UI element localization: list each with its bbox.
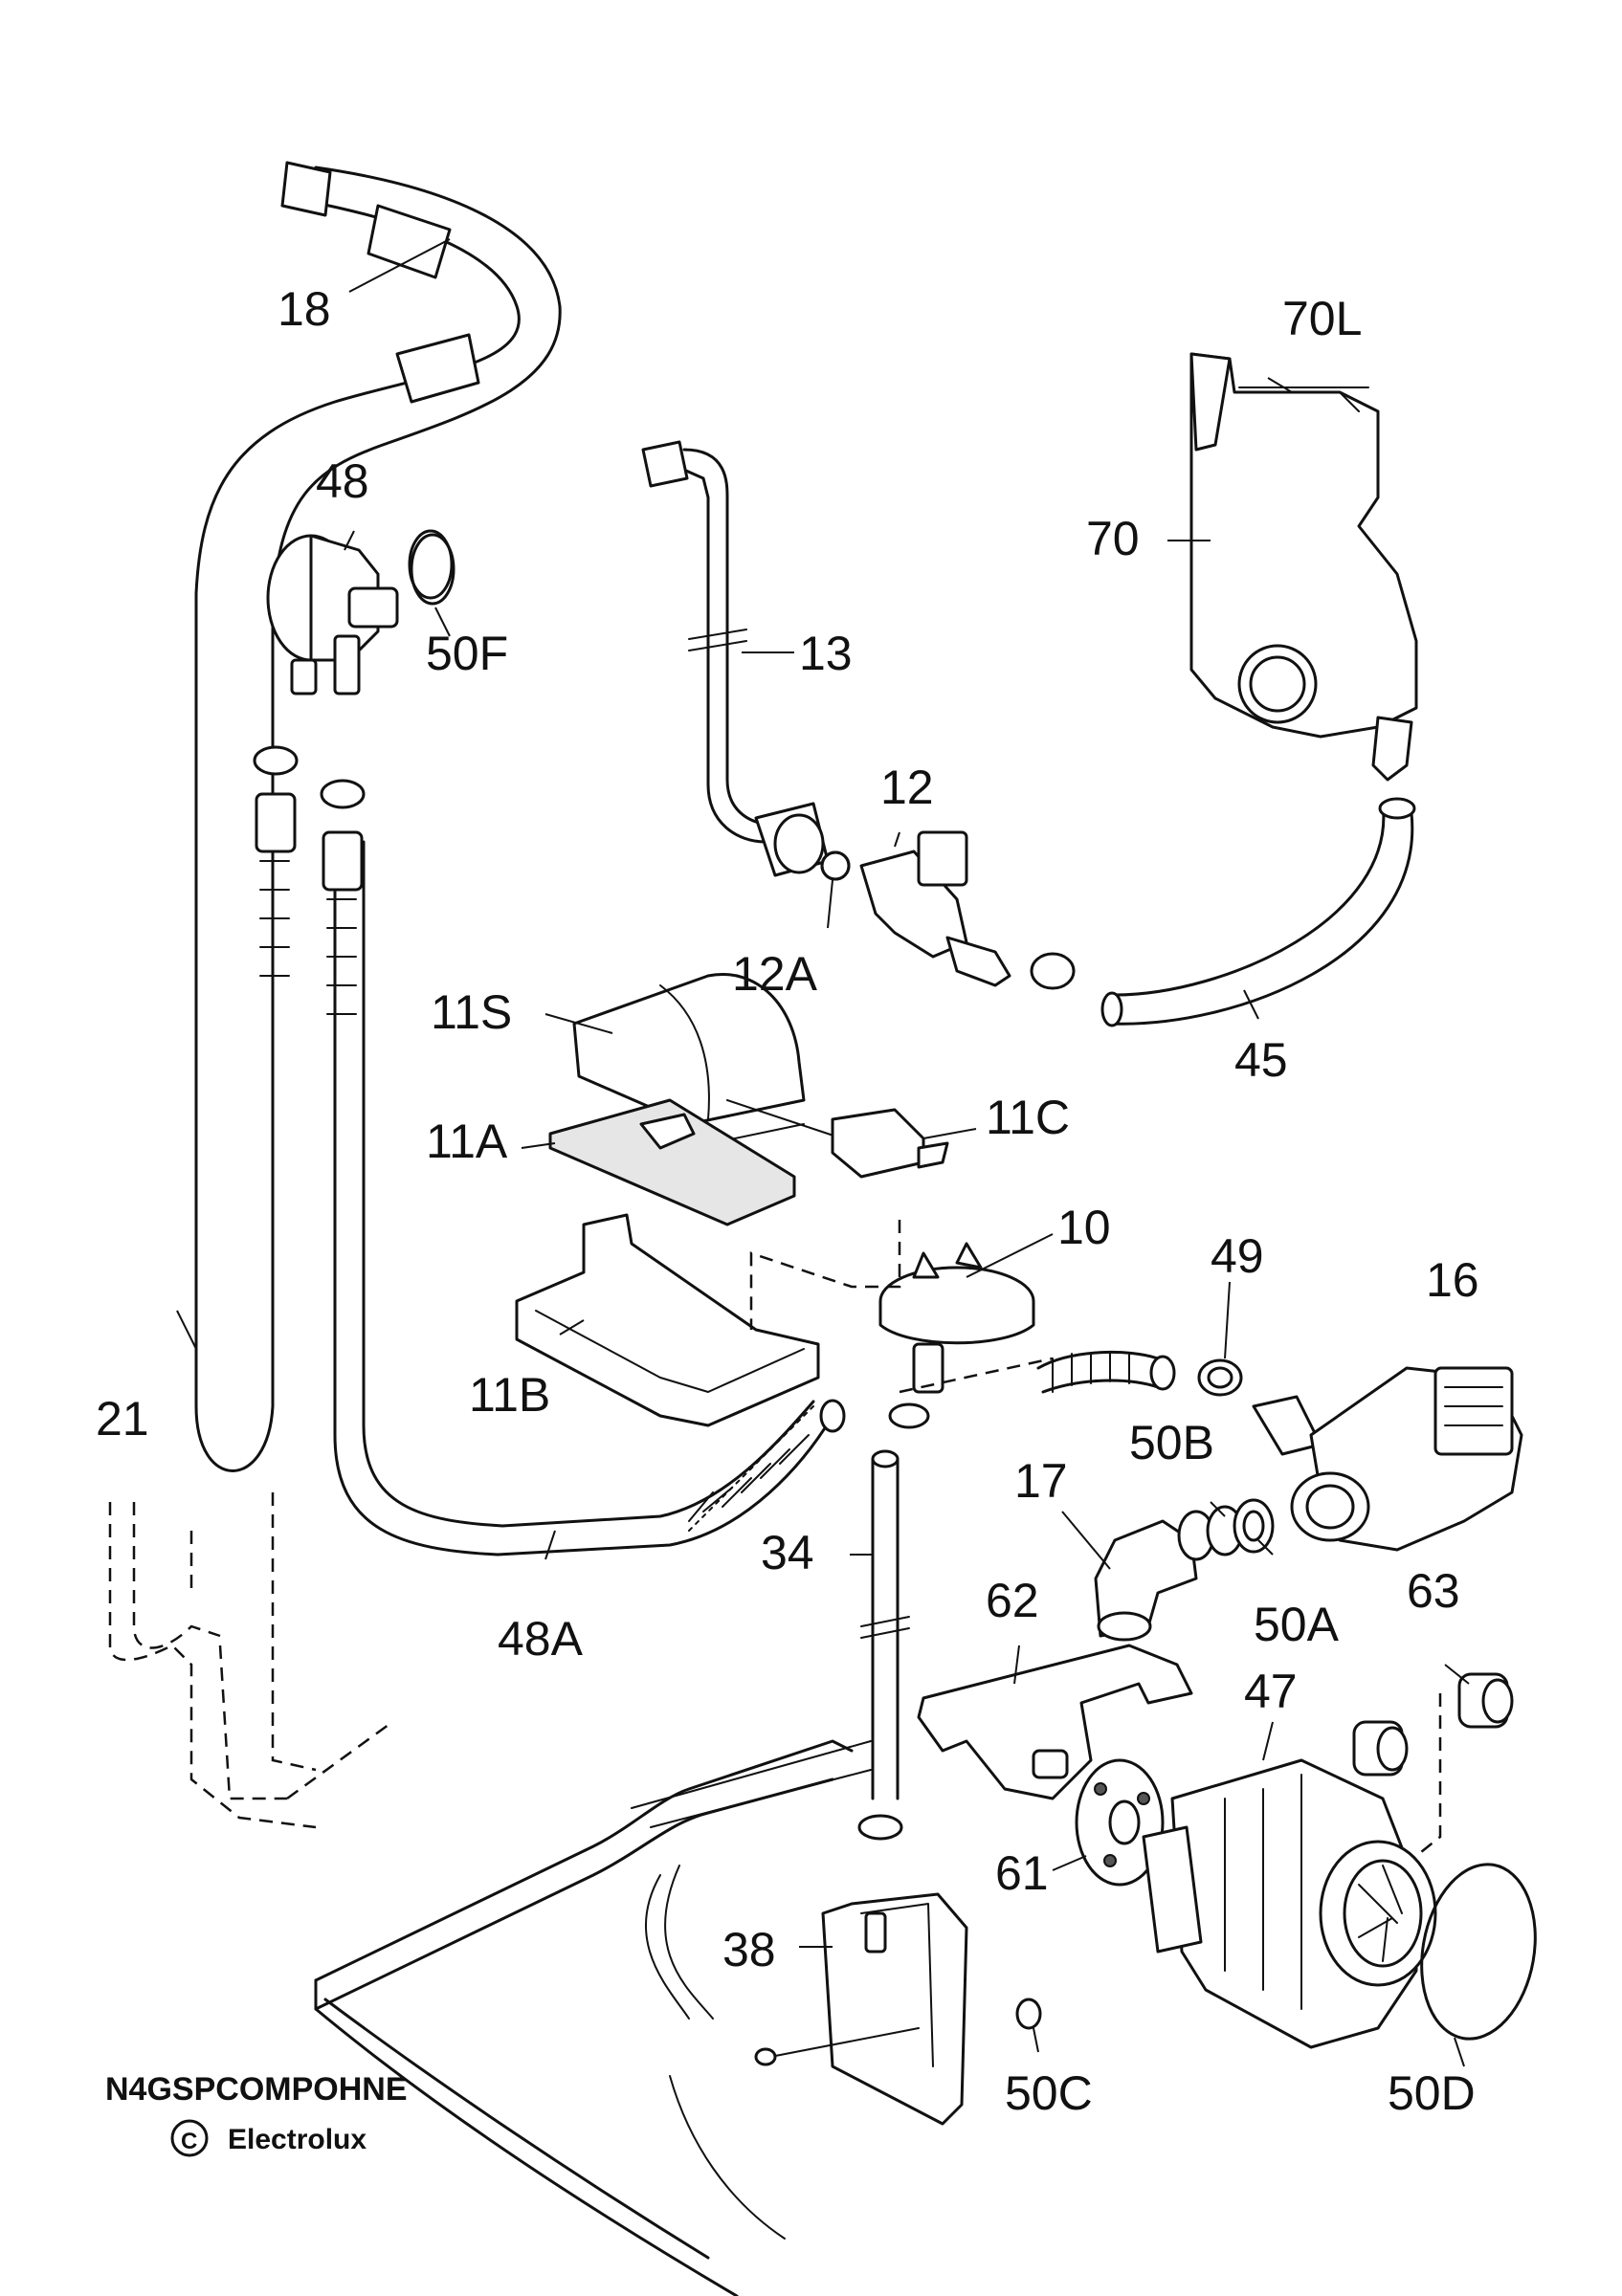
part-61-disc	[1075, 1758, 1165, 1887]
connection-lines	[749, 1220, 1442, 1857]
corrugated-hose-top	[1036, 1350, 1176, 1394]
label-63: 63	[1407, 1564, 1460, 1618]
label-50c: 50C	[1005, 2066, 1093, 2120]
label-21: 21	[96, 1392, 149, 1446]
part-62-bracket	[917, 1644, 1193, 1800]
part-12a-ring	[820, 850, 851, 881]
label-48a: 48A	[498, 1612, 584, 1666]
label-62: 62	[986, 1574, 1039, 1627]
part-50b-seal	[1177, 1505, 1244, 1561]
label-45: 45	[1234, 1033, 1288, 1087]
corrugated-hose-48a	[688, 1399, 846, 1522]
part-13-hose	[641, 440, 772, 844]
label-11c: 11C	[986, 1091, 1070, 1144]
label-38: 38	[722, 1923, 776, 1976]
label-13: 13	[799, 627, 853, 680]
label-17: 17	[1014, 1454, 1068, 1508]
part-11s-cover	[572, 973, 806, 1149]
left-ribbed-hoses	[253, 745, 366, 1015]
part-11b-tray	[515, 1213, 820, 1427]
part-labels: 18 48 50F 21 13 12 12A 70L 70 45 11S 11C…	[96, 282, 1479, 2120]
label-50d: 50D	[1388, 2066, 1476, 2120]
label-34: 34	[761, 1526, 814, 1579]
label-11s: 11S	[431, 985, 512, 1039]
part-63-feet	[1352, 1672, 1514, 1777]
hose-21-outlet	[194, 161, 562, 1472]
part-12-inlet-valve	[754, 802, 1076, 990]
part-48-valve	[266, 529, 454, 695]
label-18: 18	[278, 282, 331, 336]
label-61: 61	[995, 1846, 1049, 1900]
label-10: 10	[1057, 1201, 1111, 1254]
part-50d-ring	[1420, 1863, 1537, 2041]
label-70l: 70L	[1282, 292, 1362, 345]
leader-lines	[176, 238, 1470, 2067]
label-50b: 50B	[1129, 1416, 1214, 1469]
dashed-frame	[108, 1492, 393, 1829]
label-12a: 12A	[732, 947, 818, 1001]
part-70-air-break	[1189, 352, 1418, 782]
label-47: 47	[1244, 1665, 1298, 1718]
label-11b: 11B	[469, 1368, 550, 1422]
part-16-drain-pump	[1252, 1366, 1523, 1552]
label-11a: 11A	[426, 1115, 508, 1168]
part-17-elbow	[1094, 1519, 1198, 1642]
footer: N4GSPCOMPOHNE C Electrolux	[105, 2071, 408, 2157]
copyright-symbol: C	[181, 2129, 197, 2154]
label-50f: 50F	[426, 627, 508, 680]
copyright-icon	[170, 2119, 209, 2157]
label-16: 16	[1426, 1253, 1479, 1307]
part-11a-plate	[548, 1098, 796, 1226]
part-34-tube	[857, 1402, 930, 1841]
part-50c-ring	[1015, 1998, 1042, 2030]
part-10-pressure-switch	[878, 1242, 1035, 1394]
label-49: 49	[1211, 1229, 1264, 1283]
part-50f-ring	[410, 533, 455, 606]
brand-name: Electrolux	[228, 2124, 367, 2155]
part-11c-switch	[726, 1099, 949, 1179]
part-49-clamp	[1197, 1358, 1243, 1397]
tub-base	[314, 1739, 872, 2296]
label-70: 70	[1086, 512, 1140, 565]
label-12: 12	[880, 761, 934, 814]
part-50a-seal	[1233, 1498, 1275, 1554]
diagram-code: N4GSPCOMPOHNE	[105, 2071, 408, 2108]
part-45-hose	[1100, 797, 1416, 1027]
hose-48a-inlet	[333, 840, 834, 1556]
part-38-bracket	[754, 1892, 968, 2126]
label-48: 48	[316, 454, 369, 508]
label-50a: 50A	[1254, 1598, 1340, 1651]
part-47-motor	[1142, 1758, 1437, 2049]
